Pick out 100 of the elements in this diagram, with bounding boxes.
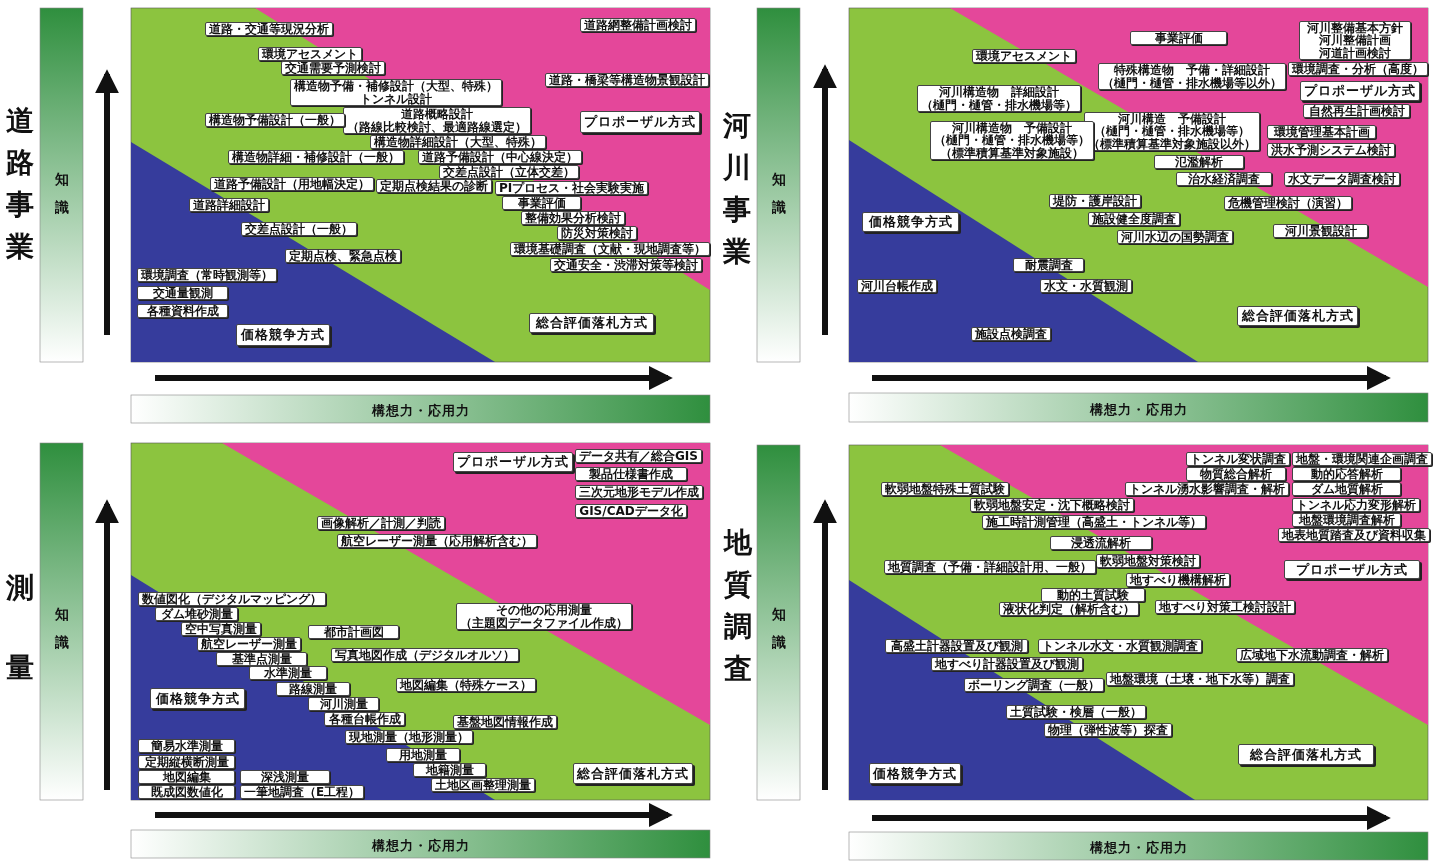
task-box: 道路網整備計画検討	[580, 18, 696, 32]
task-box: トンネル変状調査	[1186, 452, 1290, 466]
task-box: 製品仕様書作成	[575, 467, 687, 481]
task-box: 交差点設計（一般）	[241, 222, 357, 236]
task-box: 防災対策検討	[557, 226, 637, 240]
axis-label: 構想力・応用力	[371, 837, 470, 855]
task-box: 河川景観設計	[1273, 224, 1368, 238]
task-box: その他の応用測量（主題図データファイル作成）	[456, 603, 632, 630]
task-box: 地すべり対策工検討設計	[1155, 600, 1295, 614]
task-box: 環境調査・分析（高度）	[1288, 62, 1428, 76]
axis-label: 構想力・応用力	[371, 402, 470, 420]
task-box: 用地測量	[386, 748, 460, 762]
task-box: 土質試験・検層（一般）	[1006, 705, 1146, 719]
method-box: 価格競争方式	[869, 763, 961, 784]
task-box: 道路概略設計（路線比較検討、最適路線選定）	[343, 107, 531, 134]
task-box: 三次元地形モデル作成	[575, 485, 703, 499]
axis-label: 構想力・応用力	[1089, 839, 1188, 857]
task-box: 環境管理基本計画	[1267, 125, 1376, 139]
task-box: 都市計画図	[308, 625, 399, 639]
axis-label: 知識	[771, 170, 786, 217]
task-box: GIS/CADデータ化	[575, 504, 687, 518]
task-box: 物理（弾性波等）探査	[1044, 723, 1172, 737]
task-box: 各種資料作成	[137, 304, 228, 318]
task-box: 深浅測量	[240, 770, 330, 784]
task-box: ダム地質解析	[1292, 482, 1401, 496]
task-box: 簡易水準測量	[138, 739, 235, 753]
task-box: 危機管理検討（演習）	[1224, 196, 1352, 210]
method-box: プロポーザル方式	[453, 452, 573, 472]
method-box: 価格競争方式	[862, 212, 959, 232]
method-box: プロポーザル方式	[1284, 560, 1420, 579]
task-box: 地盤環境調査解析	[1292, 513, 1401, 527]
panel-title: 道路事業	[6, 103, 34, 265]
task-box: 構造物詳細設計（大型、特殊）	[370, 135, 546, 149]
method-box: 総合評価落札方式	[1237, 306, 1358, 326]
task-box: 河川測量	[308, 697, 379, 711]
task-box: トンネル応力変形解析	[1292, 498, 1420, 512]
task-box: 航空レーザー測量（応用解析含む）	[337, 534, 537, 548]
task-box: 事業評価	[502, 196, 581, 210]
task-box: 構造物予備設計（一般）	[205, 113, 345, 127]
task-box: 河川台帳作成	[857, 279, 937, 293]
task-box: 道路・交通等現況分析	[205, 22, 333, 36]
task-box: 河川構造物 詳細設計（樋門・樋管・排水機場等）	[917, 85, 1081, 112]
task-box: 施設健全度調査	[1088, 212, 1180, 226]
axis-label: 知識	[771, 605, 786, 652]
task-box: ダム堆砂測量	[155, 607, 238, 621]
task-box: 治水経済調査	[1176, 172, 1272, 186]
task-box: 構造物詳細・補修設計（一般）	[228, 150, 404, 164]
task-box: 写真地図作成（デジタルオルソ）	[331, 648, 519, 662]
task-box: 水文データ調査検討	[1284, 172, 1400, 186]
task-box: 水文・水質観測	[1040, 279, 1132, 293]
task-box: 地図編集	[138, 770, 235, 784]
task-box: ボーリング調査（一般）	[964, 678, 1104, 692]
method-box: プロポーザル方式	[1300, 81, 1420, 101]
task-box: 地盤・環境関連企画調査	[1292, 452, 1432, 466]
task-box: 河川構造 予備設計（樋門・樋管・排水機場等）（標準積算基準対象施設以外）	[1084, 112, 1260, 151]
task-box: 地すべり機構解析	[1126, 573, 1230, 587]
method-box: 総合評価落札方式	[573, 763, 693, 784]
task-box: 各種台帳作成	[324, 712, 405, 726]
axis-label: 知識	[54, 605, 69, 652]
task-box: 動的応答解析	[1292, 467, 1401, 481]
task-box: 高盛土計器設置及び観測	[885, 639, 1028, 653]
axis-label: 知識	[54, 170, 69, 217]
task-box: 定期点検結果の診断	[376, 179, 492, 193]
task-box: 基準点測量	[216, 652, 307, 666]
task-box: 洪水予測システム検討	[1267, 143, 1395, 157]
task-box: 交通需要予測検討	[281, 61, 385, 75]
method-box: プロポーザル方式	[580, 111, 700, 133]
task-box: 航空レーザー測量	[197, 637, 301, 651]
task-box: 水準測量	[249, 666, 327, 680]
task-box: 河川整備基本方針河川整備計画河道計画検討	[1299, 21, 1411, 60]
task-box: PIプロセス・社会実験実施	[495, 181, 649, 195]
task-box: 基盤地図情報作成	[453, 715, 557, 729]
task-box: 軟弱地盤安定・沈下概略検討	[970, 498, 1134, 512]
task-box: 耐震調査	[1013, 258, 1084, 272]
task-box: 地図編集（特殊ケース）	[396, 678, 536, 692]
task-box: 自然再生計画検討	[1303, 104, 1410, 118]
task-box: 施工時計測管理（高盛土・トンネル等）	[982, 515, 1206, 529]
task-box: 交通安全・渋滞対策等検討	[550, 258, 702, 272]
task-box: 構造物予備・補修設計（大型、特殊）トンネル設計	[290, 79, 502, 106]
task-box: 地質調査（予備・詳細設計用、一般）	[884, 560, 1096, 574]
task-box: 画像解析／計測／判読	[317, 516, 445, 530]
task-box: トンネル水文・水質観測調査	[1038, 639, 1202, 653]
task-box: 一筆地調査（E工程）	[240, 785, 365, 799]
task-box: 定期点検、緊急点検	[285, 249, 401, 263]
task-box: データ共有／総合GIS	[575, 449, 702, 463]
task-box: 施設点検調査	[971, 327, 1051, 341]
axis-label: 構想力・応用力	[1089, 400, 1188, 419]
method-box: 総合評価落札方式	[1238, 744, 1374, 765]
task-box: 交差点設計（立体交差）	[439, 165, 579, 179]
task-box: 数値図化（デジタルマッピング）	[138, 592, 326, 606]
task-box: 河川水辺の国勢調査	[1117, 230, 1233, 244]
task-box: 動的土質試験	[1041, 588, 1145, 602]
task-box: 河川構造物 予備設計（樋門・樋管・排水機場等）（標準積算基準対象施設）	[930, 121, 1094, 160]
panel-title: 測量	[6, 570, 34, 686]
task-box: 土地区画整理測量	[431, 778, 535, 792]
task-box: 軟弱地盤特殊土質試験	[881, 482, 1009, 496]
method-box: 総合評価落札方式	[529, 313, 654, 333]
method-box: 価格競争方式	[236, 324, 330, 346]
task-box: 環境基礎調査（文献・現地調査等）	[510, 242, 710, 256]
task-box: 地籍測量	[413, 763, 486, 777]
